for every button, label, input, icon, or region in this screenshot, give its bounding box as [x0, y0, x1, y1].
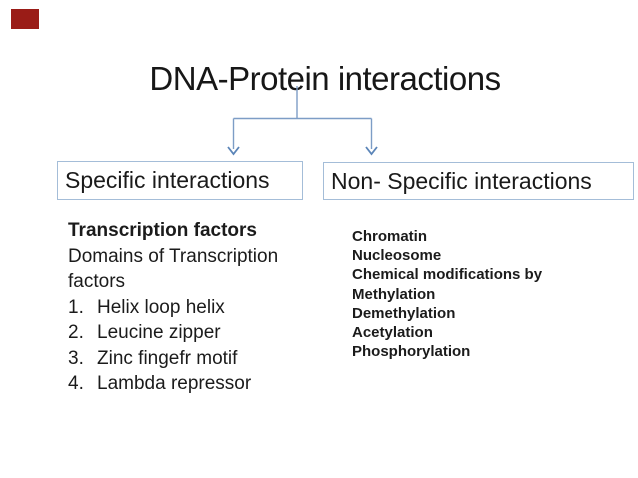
- list-item-number: 3.: [68, 347, 84, 369]
- right-panel-line: Demethylation: [352, 304, 456, 322]
- specific-details-panel: Transcription factors Domains of Transcr…: [68, 218, 318, 397]
- specific-interactions-label: Specific interactions: [65, 167, 270, 193]
- list-item: 1. Helix loop helix: [68, 295, 318, 321]
- list-item-text: Lambda repressor: [97, 373, 252, 394]
- right-panel-line: Chemical modifications by: [352, 266, 543, 284]
- list-item-text: Leucine zipper: [97, 322, 221, 343]
- list-item-number: 4.: [68, 373, 84, 394]
- non-specific-details-panel: Chromatin Nucleosome Chemical modificati…: [352, 227, 582, 361]
- list-item-number: 2.: [68, 322, 84, 343]
- slide-accent-marker: [11, 9, 39, 29]
- left-panel-subheading-line2: factors: [68, 271, 126, 292]
- right-panel-line: Nucleosome: [352, 247, 442, 265]
- list-item: 4. Lambda repressor: [68, 371, 318, 397]
- right-panel-line: Phosphorylation: [352, 343, 471, 361]
- list-item: 2. Leucine zipper: [68, 320, 318, 346]
- arrow-down-icon: [365, 146, 378, 156]
- transcription-factor-domain-list: 1. Helix loop helix 2. Leucine zipper 3.…: [68, 295, 318, 397]
- list-item: 3. Zinc fingefr motif: [68, 346, 318, 372]
- non-specific-interactions-box: Non- Specific interactions: [323, 162, 634, 200]
- specific-interactions-box: Specific interactions: [57, 161, 303, 200]
- right-panel-line: Acetylation: [352, 324, 433, 342]
- list-item-number: 1.: [68, 296, 84, 318]
- right-panel-line: Methylation: [352, 285, 436, 303]
- list-item-text: Helix loop helix: [97, 296, 225, 318]
- arrow-down-icon: [227, 146, 240, 156]
- left-panel-subheading-line1: Domains of Transcription: [68, 245, 279, 267]
- left-panel-heading: Transcription factors: [68, 220, 257, 241]
- non-specific-interactions-label: Non- Specific interactions: [331, 167, 592, 194]
- right-panel-line: Chromatin: [352, 228, 427, 245]
- slide-title: DNA-Protein interactions: [149, 60, 501, 98]
- list-item-text: Zinc fingefr motif: [97, 347, 238, 369]
